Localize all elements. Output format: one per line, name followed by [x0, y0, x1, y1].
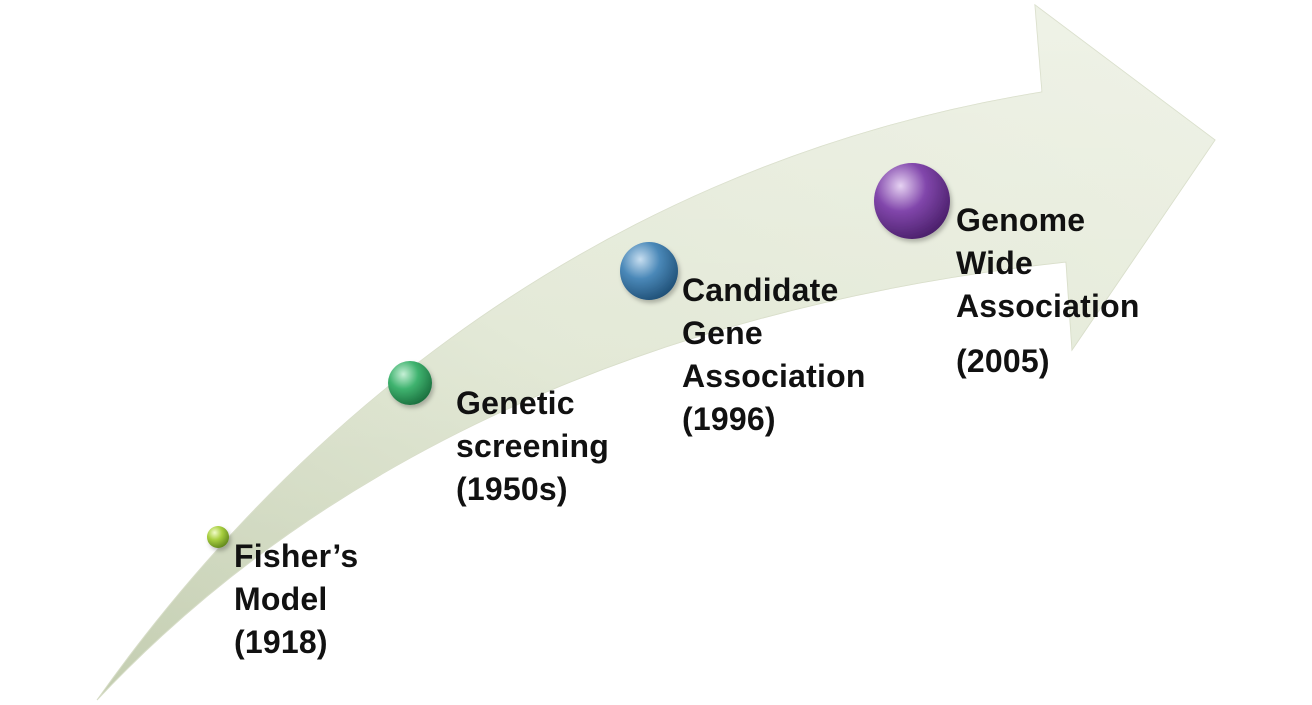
milestone-line: Fisher’s — [234, 538, 359, 574]
milestone-year: (1918) — [234, 624, 328, 660]
milestone-label-genome-wide-association: Genome Wide Association (2005) — [956, 199, 1140, 383]
milestone-line: screening — [456, 428, 609, 464]
milestone-year: (2005) — [956, 343, 1050, 379]
milestone-label-fishers-model: Fisher’s Model (1918) — [234, 535, 358, 664]
milestone-line: Wide — [956, 245, 1033, 281]
milestone-year: (1950s) — [456, 471, 568, 507]
milestone-dot-genetic-screening — [388, 361, 432, 405]
milestone-line: Gene — [682, 315, 763, 351]
milestone-dot-candidate-gene-association — [620, 242, 678, 300]
milestone-line: Association — [956, 288, 1140, 324]
milestone-label-genetic-screening: Genetic screening (1950s) — [456, 382, 609, 511]
milestone-line: Genetic — [456, 385, 575, 421]
milestone-line: Candidate — [682, 272, 839, 308]
milestone-line: Model — [234, 581, 328, 617]
milestone-dot-genome-wide-association — [874, 163, 950, 239]
milestone-label-candidate-gene-association: Candidate Gene Association (1996) — [682, 269, 866, 441]
milestone-dot-fishers-model — [207, 526, 229, 548]
milestone-line: Genome — [956, 202, 1086, 238]
milestone-line: Association — [682, 358, 866, 394]
milestone-year: (1996) — [682, 401, 776, 437]
